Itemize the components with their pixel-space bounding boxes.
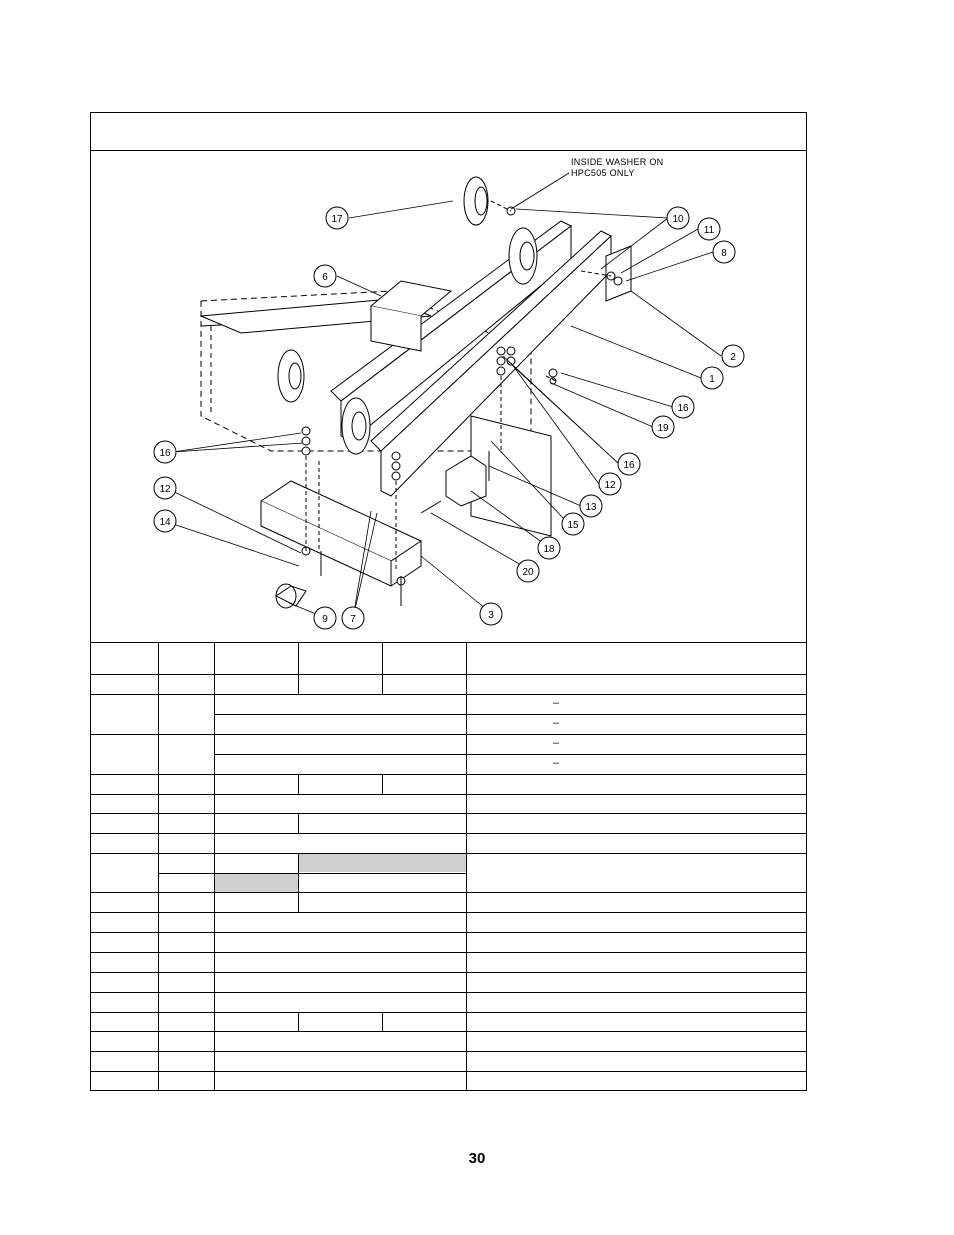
table-row-divider [91,972,806,973]
table-row-divider [215,714,806,715]
table-dash: – [553,757,560,769]
table-column-divider [158,643,159,1090]
table-column-divider [298,1012,299,1031]
table-row-divider [91,794,806,795]
table-row-divider [91,952,806,953]
svg-text:8: 8 [721,248,727,259]
table-row-divider [91,1071,806,1072]
svg-text:16: 16 [159,448,171,459]
table-row-divider [91,774,806,775]
table-row-divider [91,833,806,834]
callout-16: 16 [671,395,695,419]
table-row-divider [91,674,806,675]
table-row-divider [91,1012,806,1013]
table-column-divider [298,853,299,912]
title-row [91,113,806,151]
svg-text:2: 2 [730,352,736,363]
callout-6: 6 [313,264,337,288]
callout-17: 17 [325,206,349,230]
callout-16: 16 [153,440,177,464]
table-row-divider [91,892,806,893]
callout-16: 16 [617,452,641,476]
callout-3: 3 [479,602,503,626]
exploded-view-drawing: INSIDE WASHER ON HPC505 ONLY [153,157,745,630]
callout-20: 20 [516,559,540,583]
svg-text:12: 12 [159,484,171,495]
svg-text:20: 20 [522,567,534,578]
svg-text:15: 15 [567,520,579,531]
svg-text:11: 11 [704,225,715,236]
table-row-divider [91,1051,806,1052]
callout-12: 12 [153,476,177,500]
callout-18: 18 [537,536,561,560]
table-column-divider [382,1012,383,1031]
parts-table: – – – – [91,643,806,1090]
svg-text:16: 16 [677,403,689,414]
table-dash: – [553,737,560,749]
svg-text:9: 9 [322,614,328,625]
table-row-divider [91,932,806,933]
callout-2: 2 [721,344,745,368]
table-row-divider [91,912,806,913]
page-number: 30 [468,1150,486,1167]
table-column-divider [298,774,299,794]
svg-text:6: 6 [322,272,328,283]
diagram-note-line-1: INSIDE WASHER ON [571,157,663,167]
callout-9: 9 [313,606,337,630]
svg-text:14: 14 [159,517,171,528]
table-column-divider [382,774,383,794]
table-column-divider [214,643,215,1090]
table-row-divider [91,734,806,735]
table-shaded-cell [299,853,466,872]
callout-11: 11 [697,217,721,241]
table-column-divider [298,813,299,833]
callout-7: 7 [341,606,365,630]
table-row-divider [91,813,806,814]
svg-text:7: 7 [350,614,356,625]
table-row-divider [215,754,806,755]
table-dash: – [553,717,560,729]
callout-14: 14 [153,509,177,533]
table-row-divider [158,873,466,874]
callout-10: 10 [666,206,690,230]
svg-text:18: 18 [543,544,555,555]
table-dash: – [553,697,560,709]
callout-19: 19 [651,415,675,439]
table-column-divider [466,643,467,1090]
svg-text:1: 1 [709,374,715,385]
diagram-note-line-2: HPC505 ONLY [571,168,635,178]
callout-15: 15 [561,512,585,536]
svg-text:3: 3 [488,610,494,621]
table-row-divider [91,992,806,993]
table-shaded-cell [215,873,298,892]
table-column-divider [382,643,383,694]
table-column-divider [298,643,299,694]
table-row-divider [91,694,806,695]
table-row-divider [91,853,806,854]
callout-1: 1 [700,366,724,390]
svg-text:12: 12 [604,480,616,491]
callout-group: 17 10 11 8 6 2 1 16 19 16 16 12 12 13 14… [153,206,745,630]
svg-text:17: 17 [331,214,343,225]
exploded-view-diagram: INSIDE WASHER ON HPC505 ONLY [91,151,806,643]
callout-13: 13 [579,494,603,518]
table-row-divider [91,1031,806,1032]
svg-text:13: 13 [585,502,597,513]
callout-8: 8 [712,240,736,264]
svg-text:10: 10 [672,214,684,225]
svg-text:19: 19 [657,423,669,434]
svg-text:16: 16 [623,460,635,471]
callout-12: 12 [598,472,622,496]
parts-list-frame: INSIDE WASHER ON HPC505 ONLY [90,112,807,1091]
